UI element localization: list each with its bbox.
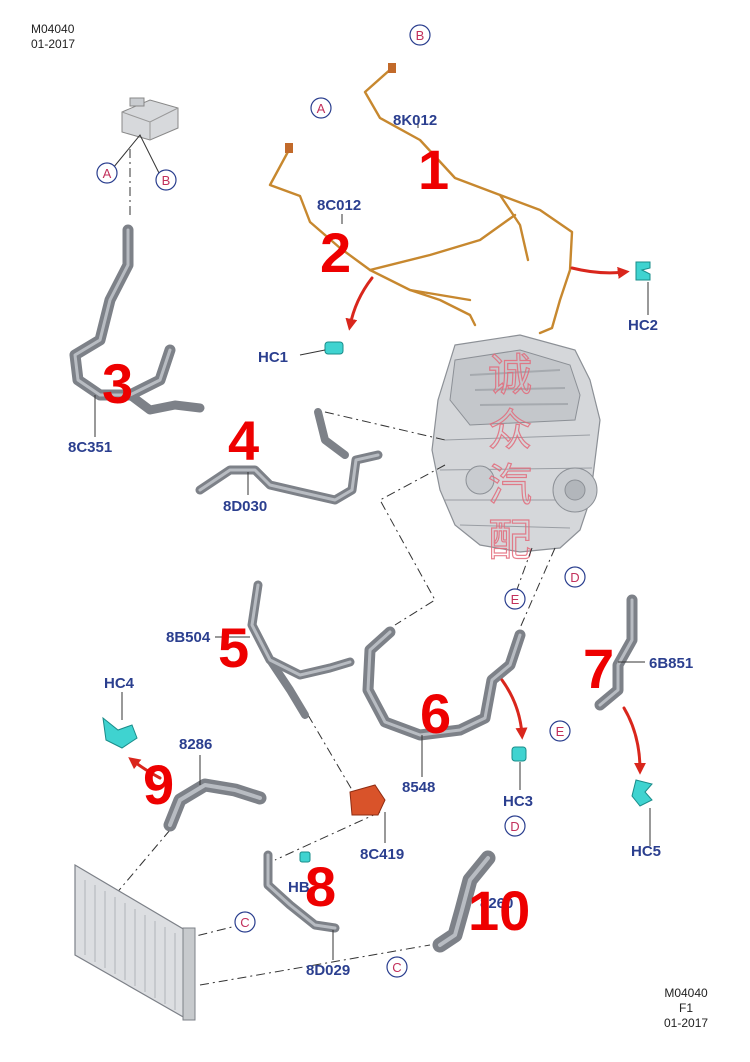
clip-label-hc2: HC2 [628,317,658,334]
part-label-8286: 8286 [179,736,212,753]
clip-hc2 [635,261,651,281]
clip-hc4 [102,716,138,749]
clip-label-hc1: HC1 [258,349,288,366]
watermark-char: 配 [488,516,532,565]
footer-code-block: M04040 F1 01-2017 [664,986,708,1031]
clip-labels: HC1 HC2 HC3 HC4 HC5 HB [104,317,661,896]
hose-8548 [362,626,526,741]
part-labels: 8K012 8C012 8C351 8D030 8B504 6B851 8286… [68,112,693,979]
clip-hc3 [511,746,527,762]
watermark-char: 汽 [488,461,532,510]
connector-d: D [564,566,586,588]
hose-8b504 [247,580,355,719]
connector-e: E [549,720,571,742]
hose-8286 [163,778,267,832]
callout-9: 9 [143,753,174,816]
part-label-8548: 8548 [402,779,435,796]
routing-lines [114,145,556,986]
connector-b: B [155,169,177,191]
footer-sheet: F1 [679,1001,694,1015]
leader-lines [94,118,651,960]
clip-label-hc5: HC5 [631,843,661,860]
hose-8d030 [195,408,383,505]
part-label-6b851: 6B851 [649,655,693,672]
clip-label-hb: HB [288,879,310,896]
hose-6b851 [594,594,638,711]
clip-hc1 [324,341,344,355]
part-label-8260: 8260 [480,895,513,912]
callout-6: 6 [420,682,451,745]
callout-2: 2 [320,221,351,284]
part-label-8c012: 8C012 [317,197,361,214]
callout-1: 1 [418,138,449,201]
connector-markers: A B A B E D E D C C [96,24,586,978]
callout-3: 3 [102,352,133,415]
callout-10: 10 [468,879,530,942]
watermark-char: 众 [488,406,532,455]
connector-a: A [96,162,118,184]
svg-text:D: D [570,570,579,585]
clip-arrows [128,266,646,780]
footer-date: 01-2017 [664,1016,709,1030]
wiring-harness-8c012 [268,143,517,327]
header-code: M04040 [31,22,75,36]
svg-text:B: B [416,28,425,43]
callout-5: 5 [218,616,249,679]
hose-8c351 [69,224,205,415]
watermark: 诚 众 汽 配 [487,350,532,565]
part-label-8d030: 8D030 [223,498,267,515]
clip-hb [299,851,311,863]
clip-hc5 [631,779,653,807]
svg-text:E: E [511,592,520,607]
clip-label-hc3: HC3 [503,793,533,810]
footer-code: M04040 [664,986,708,1000]
svg-text:A: A [317,101,326,116]
clip-label-hc4: HC4 [104,675,135,692]
svg-text:E: E [556,724,565,739]
header-code-block: M04040 01-2017 [31,22,75,52]
svg-text:C: C [392,960,401,975]
hose-8d029 [263,850,340,933]
callout-7: 7 [583,637,614,700]
part-label-8d029: 8D029 [306,962,350,979]
degas-bottle [121,97,179,141]
callout-8: 8 [305,855,336,918]
engine-block [431,334,601,553]
svg-text:B: B [162,173,171,188]
connector-d: D [504,815,526,837]
header-date: 01-2017 [31,37,76,51]
radiator [74,863,196,1021]
hose-8260 [432,850,496,953]
part-label-8c351: 8C351 [68,439,112,456]
watermark-char: 诚 [488,351,532,400]
part-label-8b504: 8B504 [166,629,211,646]
connector-b: B [409,24,431,46]
connector-c: C [386,956,408,978]
part-label-8k012: 8K012 [393,112,437,129]
thermostat-housing-8c419 [349,784,386,816]
svg-text:A: A [103,166,112,181]
svg-text:C: C [240,915,249,930]
part-label-8c419: 8C419 [360,846,404,863]
connector-c: C [234,911,256,933]
callout-4: 4 [228,409,259,472]
svg-text:D: D [510,819,519,834]
connector-e: E [504,588,526,610]
wiring-harness-8k012 [363,63,574,335]
callout-numbers: 1 2 3 4 5 6 7 8 9 10 [102,138,614,942]
connector-a: A [310,97,332,119]
